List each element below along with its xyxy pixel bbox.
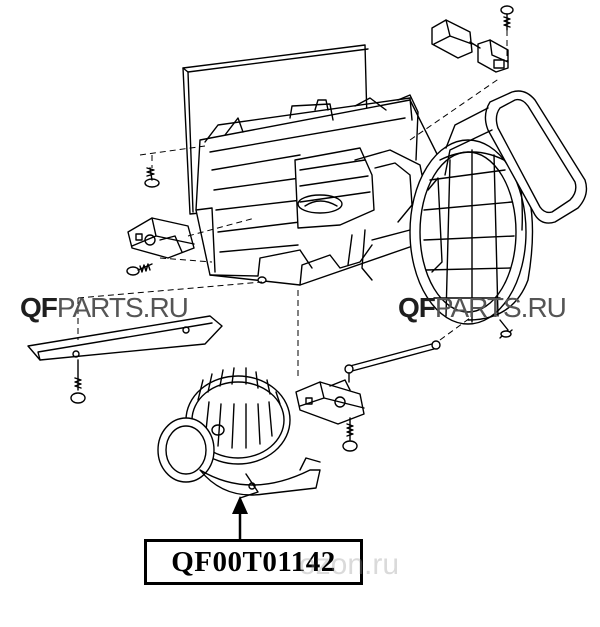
blower-resistor (431, 19, 509, 73)
hvac-housing (195, 94, 441, 286)
screw-left-lower (126, 263, 153, 276)
screw-actuator (342, 417, 358, 452)
screw-housing-bottom (257, 276, 267, 284)
watermark-left-domain: PARTS.RU (56, 292, 189, 323)
linkage-rod (344, 340, 441, 383)
assembly-leader-lines (77, 30, 508, 380)
screw-plate (70, 359, 86, 404)
watermark-right-domain: PARTS.RU (434, 292, 567, 323)
blower-housing (409, 129, 534, 339)
screw-left-upper (144, 167, 160, 188)
part-number: QF00T01142 (171, 545, 336, 578)
screw-top (500, 5, 514, 31)
part-number-box: QF00T01142 (144, 539, 363, 585)
cover-plate (27, 315, 223, 361)
watermark-ozon: ozon.ru (299, 548, 400, 581)
watermark-right-brand: QF (398, 292, 436, 323)
flap-actuator-left (127, 217, 195, 259)
watermark-left: QFPARTS.RU (20, 292, 189, 324)
temperature-actuator (295, 379, 365, 425)
watermark-right: QFPARTS.RU (398, 292, 567, 324)
air-intake-frame (444, 90, 588, 224)
watermark-left-brand: QF (20, 292, 58, 323)
screw-blower-side (500, 330, 512, 338)
blower-motor-fan (157, 367, 321, 499)
part-pointer-arrow (232, 496, 248, 540)
